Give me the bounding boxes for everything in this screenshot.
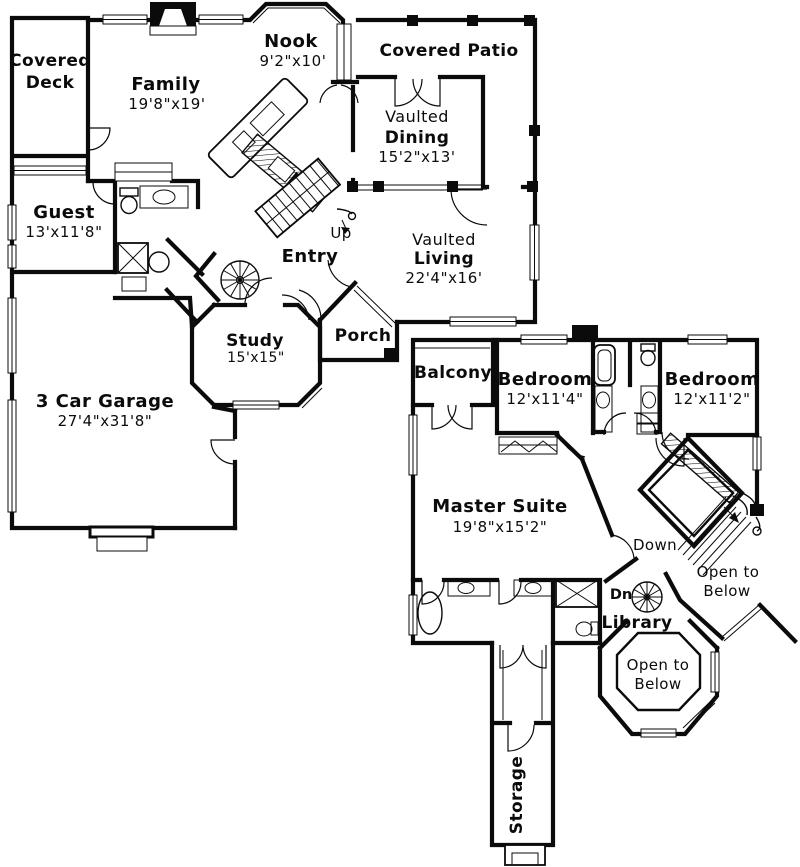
fireplace: [149, 2, 197, 36]
garage-label: 3 Car Garage: [36, 391, 174, 412]
library-spiral-staircase: [631, 581, 663, 613]
dining-label: Dining: [385, 128, 450, 148]
sink: [148, 251, 170, 273]
first-floor: Covered Deck Family 19'8"x19' Nook 9'2"x…: [7, 1, 540, 552]
open-below-corner-label: Open to: [697, 563, 760, 581]
library-label: Library: [602, 613, 673, 633]
shower: [555, 579, 599, 608]
stair-volute: [752, 526, 762, 536]
second-floor-fixtures: [417, 343, 659, 866]
stair-volute: [347, 211, 357, 221]
study-dims: 15'x15": [227, 350, 285, 366]
down-arrow-icon: [729, 512, 739, 523]
stairs-up: [254, 157, 357, 239]
living-label: Living: [414, 249, 474, 269]
storage-step: [504, 844, 546, 866]
first-floor-columns: [347, 15, 540, 361]
vanity: [139, 185, 189, 209]
master-tub: [417, 591, 443, 635]
bedroom1-label: Bedroom: [498, 369, 593, 390]
covered-deck-label2: Deck: [26, 73, 75, 93]
dining-dims: 15'2"x13': [378, 148, 455, 166]
shower: [117, 242, 149, 274]
vanity: [594, 385, 613, 433]
down-label: Down: [633, 536, 677, 554]
covered-deck-label: Covered: [9, 51, 91, 71]
living-prefix: Vaulted: [412, 230, 476, 249]
stairs-down: [660, 432, 762, 576]
open-below-turret-label2: Below: [634, 675, 681, 693]
guest-dims: 13'x11'8": [25, 223, 102, 241]
family-dims: 19'8"x19': [128, 95, 205, 113]
open-below-corner-label2: Below: [703, 582, 750, 600]
up-arrow-icon: [341, 227, 350, 234]
first-floor-doors: [87, 78, 488, 465]
covered-patio-label: Covered Patio: [379, 41, 518, 61]
washer: [121, 276, 147, 292]
second-floor-labels: Balcony Bedroom 12'x11'4" Bedroom 12'x11…: [414, 363, 759, 834]
vanity: [513, 579, 554, 597]
linen-closet: [636, 412, 659, 424]
first-floor-windows: [7, 7, 540, 513]
entry-label: Entry: [282, 246, 339, 267]
first-floor-labels: Covered Deck Family 19'8"x19' Nook 9'2"x…: [9, 31, 518, 430]
vanity: [640, 385, 659, 433]
dn-label: Dn: [610, 587, 632, 603]
second-floor: Balcony Bedroom 12'x11'4" Bedroom 12'x11…: [408, 325, 798, 866]
stair-rail-post: [750, 504, 764, 516]
master-suite-dims: 19'8"x15'2": [453, 518, 548, 536]
living-dims: 22'4"x16': [405, 269, 482, 287]
second-floor-windows: [408, 334, 762, 738]
kitchen-island: [207, 77, 309, 179]
balcony-label: Balcony: [414, 363, 492, 383]
vanity: [447, 579, 491, 597]
open-to-below-void: [615, 631, 702, 712]
entry-spiral-staircase: [220, 260, 260, 300]
bedroom2-dims: 12'x11'2": [673, 390, 750, 408]
study-label: Study: [226, 331, 284, 351]
up-label: Up: [330, 224, 351, 242]
porch-column: [384, 348, 398, 361]
bedroom1-dims: 12'x11'4": [506, 390, 583, 408]
porch-label: Porch: [335, 326, 392, 346]
garage-door-bay: [88, 525, 155, 552]
garage-dims: 27'4"x31'8": [58, 412, 153, 430]
first-floor-fixtures: [114, 162, 189, 292]
nook-label: Nook: [264, 31, 318, 52]
family-label: Family: [131, 74, 200, 95]
dining-prefix: Vaulted: [385, 107, 449, 126]
chimney: [572, 325, 598, 341]
nook-dims: 9'2"x10': [260, 52, 327, 70]
open-below-turret-label: Open to: [627, 656, 690, 674]
bedroom2-label: Bedroom: [665, 369, 760, 390]
master-suite-label: Master Suite: [432, 496, 568, 517]
toilet: [119, 187, 139, 197]
storage-label: Storage: [507, 756, 527, 834]
bathtub: [593, 344, 616, 386]
toilet: [590, 621, 599, 636]
guest-label: Guest: [33, 202, 95, 223]
